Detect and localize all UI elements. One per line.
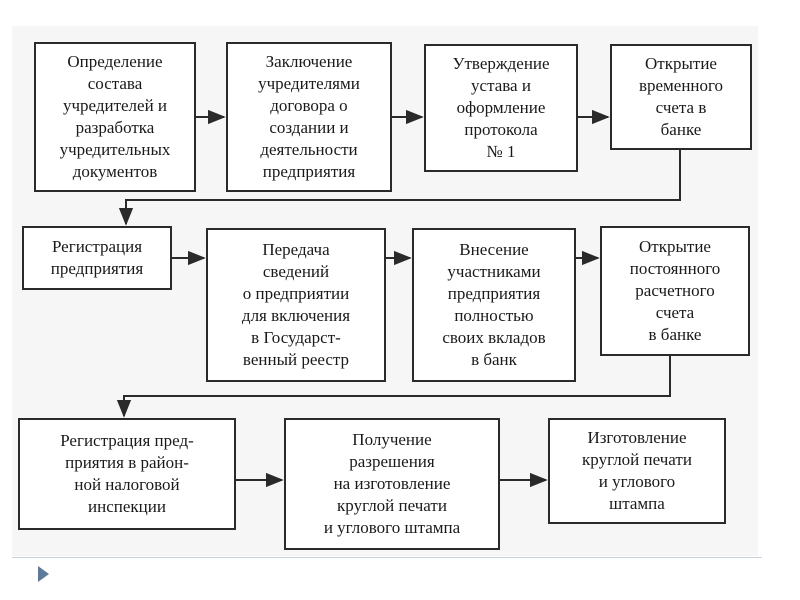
- flow-step-8-label: Открытие постоянного расчетного счета в …: [629, 237, 721, 344]
- flow-step-1: Определение состава учредителей и разраб…: [34, 42, 196, 192]
- flow-step-10: Получение разрешения на изготовление кру…: [284, 418, 500, 550]
- flow-step-1-label: Определение состава учредителей и разраб…: [59, 52, 171, 181]
- flow-step-3-label: Утверждение устава и оформление протокол…: [452, 54, 550, 161]
- flow-step-5-label: Регистрация предприятия: [50, 237, 144, 278]
- flow-step-7-label: Внесение участниками предприятия полност…: [442, 240, 546, 369]
- slide-divider: [12, 557, 762, 558]
- flow-step-4: Открытие временного счета в банке: [610, 44, 752, 150]
- flow-step-11: Изготовление круглой печати и углового ш…: [548, 418, 726, 524]
- flow-step-7: Внесение участниками предприятия полност…: [412, 228, 576, 382]
- flow-step-5: Регистрация предприятия: [22, 226, 172, 290]
- flow-step-2-label: Заключение учредителями договора о созда…: [258, 52, 360, 181]
- flow-step-6: Передача сведений о предприятии для вклю…: [206, 228, 386, 382]
- flow-step-6-label: Передача сведений о предприятии для вклю…: [241, 240, 351, 369]
- flow-step-4-label: Открытие временного счета в банке: [638, 54, 724, 139]
- flow-step-9-label: Регистрация пред- приятия в район- ной н…: [60, 431, 194, 516]
- flow-step-2: Заключение учредителями договора о созда…: [226, 42, 392, 192]
- flow-step-3: Утверждение устава и оформление протокол…: [424, 44, 578, 172]
- flow-step-10-label: Получение разрешения на изготовление кру…: [323, 430, 461, 537]
- flow-step-9: Регистрация пред- приятия в район- ной н…: [18, 418, 236, 530]
- flow-step-8: Открытие постоянного расчетного счета в …: [600, 226, 750, 356]
- flow-step-11-label: Изготовление круглой печати и углового ш…: [582, 428, 692, 513]
- triangle-right-icon[interactable]: [38, 566, 49, 582]
